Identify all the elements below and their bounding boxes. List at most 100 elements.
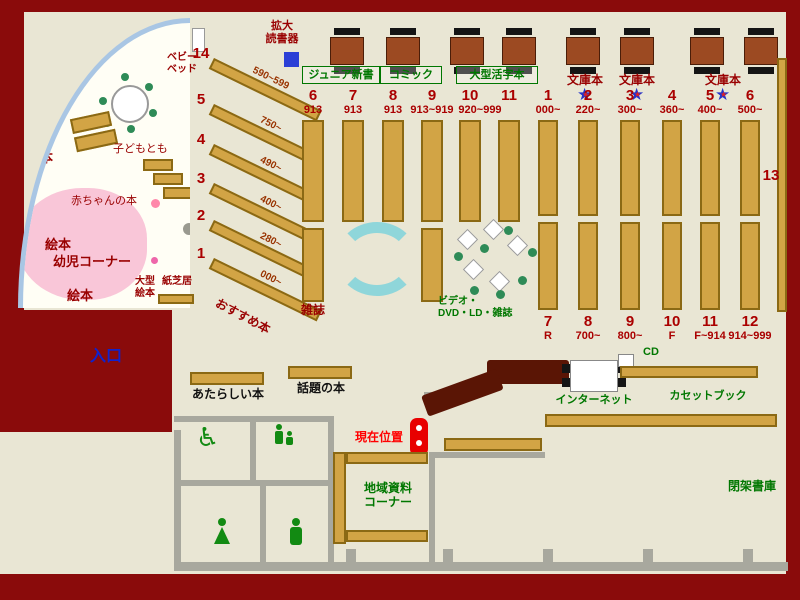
pillar-dot: [183, 223, 190, 235]
bookshelf: [740, 222, 760, 310]
picture-books-label: 絵本: [27, 150, 54, 165]
chair: [562, 364, 570, 373]
shelf-number: 7: [543, 313, 553, 330]
service-counter: [421, 368, 504, 417]
chair: [506, 67, 532, 74]
local-materials-shelf: [346, 452, 428, 464]
shelf-number: 14: [192, 45, 210, 62]
table: [330, 37, 364, 65]
kids-step-shelf: [163, 187, 190, 199]
reading-table: [690, 28, 724, 74]
chair-dot: [480, 244, 489, 253]
shelf-number: 6: [308, 87, 318, 104]
bookshelf: [578, 222, 598, 310]
bunko-star-icon: ★★: [577, 85, 593, 104]
seat-group: [452, 218, 540, 304]
bookshelf: [382, 120, 404, 222]
cd-label: CD: [643, 346, 659, 358]
table: [502, 37, 536, 65]
new-books-label: あたらしい本: [191, 387, 264, 401]
wall-segment: [429, 452, 435, 568]
internet-table: [570, 360, 618, 392]
shelf-number: 13: [762, 167, 780, 184]
reading-table: [386, 28, 420, 74]
chair: [570, 67, 596, 74]
picture-books-label: 絵本: [45, 237, 72, 252]
bunko-label: 文庫本: [618, 73, 655, 87]
seat-table: [506, 234, 529, 257]
table: [450, 37, 484, 65]
bookshelf: [620, 120, 640, 216]
video-dvd-label: ビデオ・DVD・LD・雑誌: [438, 296, 513, 319]
bookshelf: [421, 120, 443, 222]
baby-bed-label: ベビーベッド: [167, 52, 197, 75]
bunko-label: 文庫本: [566, 73, 603, 87]
bookshelf: [538, 222, 558, 310]
bookshelf: [662, 222, 682, 310]
baby-books-label: 赤ちゃんの本: [71, 195, 137, 207]
chair: [454, 28, 480, 35]
kids-step-shelf: [143, 159, 173, 171]
reading-table: [502, 28, 536, 74]
wall-segment: [260, 480, 266, 568]
chair-dot: [127, 125, 135, 133]
classification-label: 220~: [575, 104, 601, 116]
bookshelf: [662, 120, 682, 216]
large-picture-books-label: 大型絵本: [135, 276, 155, 299]
chair-dot: [99, 97, 107, 105]
bookshelf: [498, 120, 520, 222]
pillar: [643, 549, 653, 563]
shelf-number: 1: [196, 245, 206, 262]
shelf-number: 3: [196, 170, 206, 187]
large-print-label: 大型活字本: [456, 66, 538, 84]
bookshelf: [302, 120, 324, 222]
shelf-number: 10: [663, 313, 681, 330]
table: [566, 37, 600, 65]
shelf-number: 3: [625, 87, 635, 104]
bookshelf: [578, 120, 598, 216]
shelf-number: 9: [427, 87, 437, 104]
chair: [390, 28, 416, 35]
bookshelf: [620, 222, 640, 310]
current-location-label: 現在位置: [354, 430, 403, 444]
lounge-sofa: [336, 222, 418, 296]
chair-dot: [149, 109, 157, 117]
table: [690, 37, 724, 65]
chair: [748, 28, 774, 35]
classification-label: 913: [303, 104, 323, 116]
table: [386, 37, 420, 65]
shelf-number: 8: [388, 87, 398, 104]
magazines-label: 雑誌: [300, 303, 325, 317]
classification-label: 920~999: [458, 104, 502, 116]
junior-books-label: ジュニア新書: [302, 66, 380, 84]
current-location-marker: [410, 418, 428, 456]
chair: [694, 67, 720, 74]
shelf-number: 5: [705, 87, 715, 104]
wall-segment: [174, 430, 181, 564]
magazine-shelf: [302, 228, 324, 302]
recommended-books-label: おすすめ本: [213, 295, 273, 337]
bunko-label: 文庫本: [704, 73, 741, 87]
kodomo-label: 子どもとも: [113, 143, 168, 155]
shelf-number: 11: [501, 87, 517, 104]
wall-right: [786, 0, 800, 600]
pillar: [443, 549, 453, 563]
pink-seat-dot: [151, 199, 160, 208]
male-icon: [288, 518, 304, 546]
wall-top: [0, 0, 800, 12]
entrance-label: 入口: [89, 348, 122, 365]
bookshelf: [740, 120, 760, 216]
closed-stacks-label: 閉架書庫: [727, 479, 776, 493]
shelf-number: 4: [196, 131, 206, 148]
chair: [390, 67, 416, 74]
bunko-group: 文庫本★★: [614, 73, 660, 104]
reading-table: [566, 28, 600, 74]
chair-dot: [518, 276, 527, 285]
kamishibai-shelf: [158, 294, 194, 304]
entrance-area: [0, 310, 172, 432]
shelf-number: 11: [702, 313, 718, 330]
pink-seat-dot: [151, 257, 158, 264]
shelf-number: 12: [741, 313, 759, 330]
chair: [748, 67, 774, 74]
classification-label: R: [544, 330, 552, 342]
